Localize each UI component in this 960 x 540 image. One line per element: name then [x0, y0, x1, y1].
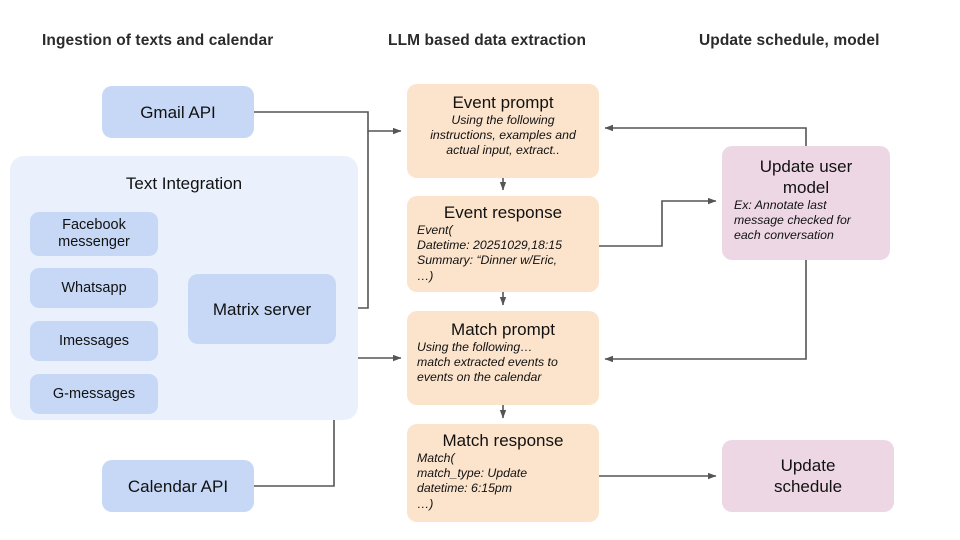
- node-match-response-title: Match response: [442, 431, 564, 450]
- node-match-prompt-title: Match prompt: [451, 320, 555, 339]
- node-event-prompt[interactable]: Event prompt Using the following instruc…: [407, 84, 599, 178]
- node-calendar-api[interactable]: Calendar API: [102, 460, 254, 512]
- source-imessages[interactable]: Imessages: [30, 321, 158, 361]
- node-update-user-model[interactable]: Update user model Ex: Annotate last mess…: [722, 146, 890, 260]
- group-text-integration-title: Text Integration: [125, 174, 243, 193]
- node-match-prompt[interactable]: Match prompt Using the following… match …: [407, 311, 599, 405]
- node-event-prompt-body: Using the following instructions, exampl…: [430, 113, 576, 158]
- column-header-llm: LLM based data extraction: [388, 32, 587, 49]
- edge-update-user-model-to-match-prompt: [604, 260, 807, 363]
- node-event-prompt-title: Event prompt: [452, 93, 554, 112]
- edge-gmail-to-event-prompt: [254, 111, 402, 135]
- node-update-user-model-title: Update user model: [759, 157, 853, 197]
- edge-update-user-model-to-event-prompt: [604, 124, 807, 146]
- node-calendar-api-title: Calendar API: [127, 476, 229, 496]
- node-matrix-server[interactable]: Matrix server: [188, 274, 336, 344]
- node-match-response[interactable]: Match response Match( match_type: Update…: [407, 424, 599, 522]
- node-event-response[interactable]: Event response Event( Datetime: 20251029…: [407, 196, 599, 292]
- node-update-schedule-title: Update schedule: [773, 456, 843, 496]
- source-g-messages[interactable]: G-messages: [30, 374, 158, 414]
- node-event-response-title: Event response: [443, 203, 563, 222]
- column-header-update: Update schedule, model: [699, 32, 880, 49]
- edge-event-response-to-update-user-model: [599, 197, 717, 247]
- node-update-user-model-body: Ex: Annotate last message checked for ea…: [734, 198, 851, 243]
- node-matrix-server-title: Matrix server: [212, 299, 312, 319]
- node-update-schedule[interactable]: Update schedule: [722, 440, 894, 512]
- node-gmail-api-title: Gmail API: [140, 102, 216, 122]
- node-match-response-body: Match( match_type: Update datetime: 6:15…: [417, 451, 528, 511]
- column-header-ingestion: Ingestion of texts and calendar: [42, 32, 274, 49]
- node-match-prompt-body: Using the following… match extracted eve…: [417, 340, 558, 385]
- node-gmail-api[interactable]: Gmail API: [102, 86, 254, 138]
- source-facebook-messenger[interactable]: Facebook messenger: [30, 212, 158, 256]
- source-whatsapp[interactable]: Whatsapp: [30, 268, 158, 308]
- node-event-response-body: Event( Datetime: 20251029,18:15 Summary:…: [417, 223, 562, 283]
